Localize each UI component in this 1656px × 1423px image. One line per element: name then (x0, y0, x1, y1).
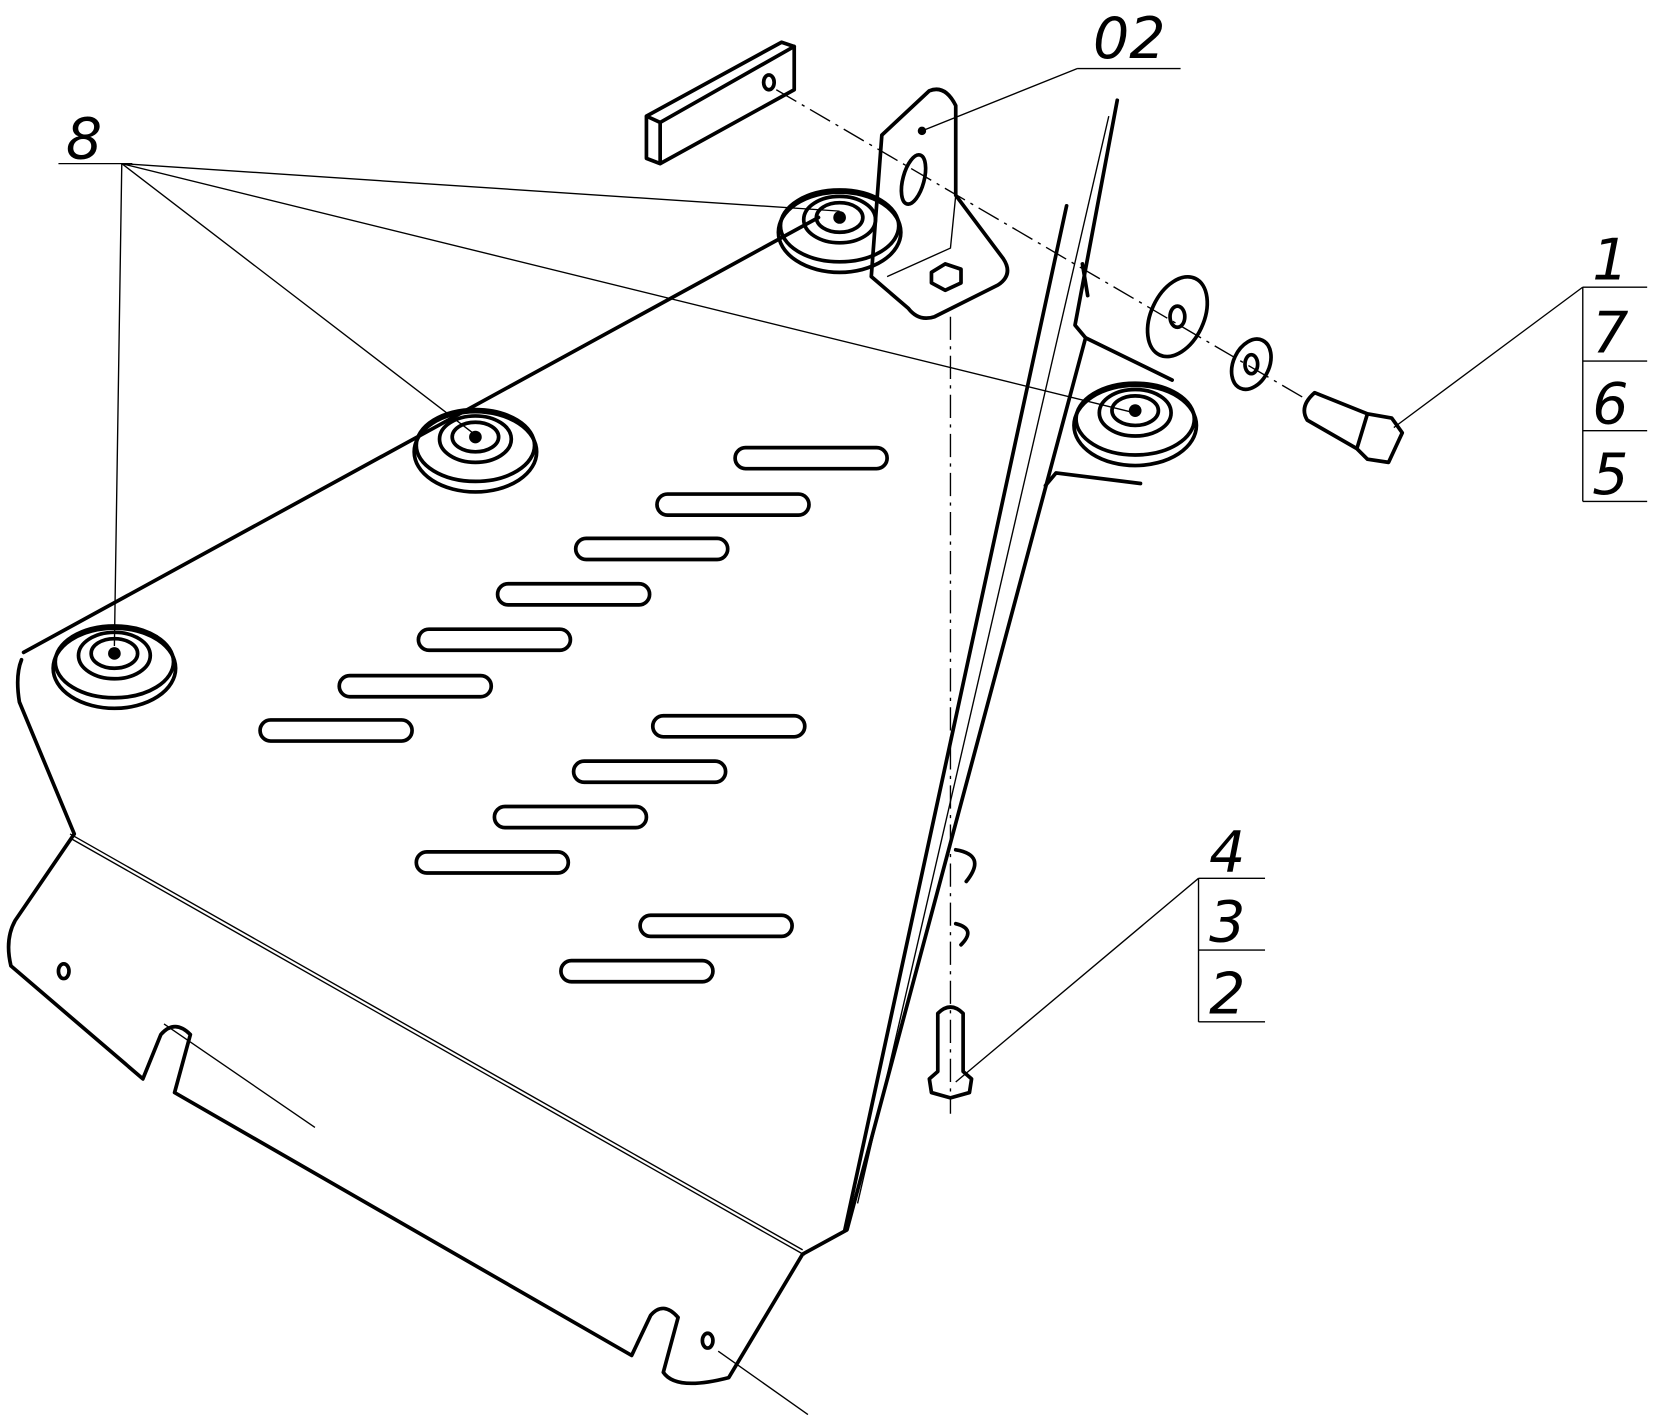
vent-slot (414, 850, 571, 875)
vent-slots (258, 445, 889, 984)
vent-slot (638, 913, 794, 939)
callout-8-leaders (58, 162, 1131, 647)
vent-slot (655, 492, 811, 517)
callout-stack-1-leader (1393, 286, 1584, 429)
callout-stack-1-frame (1582, 286, 1648, 503)
fold-line (69, 833, 806, 1256)
callout-02-leader (921, 67, 1181, 132)
callout-stack-4-frame (1197, 877, 1266, 1023)
vent-slot (492, 804, 649, 830)
vent-slot (416, 627, 573, 653)
clamp-strip (644, 40, 797, 166)
rubber-bushing (1072, 381, 1199, 468)
bolt-vertical (927, 1005, 974, 1100)
vent-slot (573, 536, 730, 562)
strip-hole (761, 73, 777, 92)
flat-washer (1145, 274, 1210, 359)
vent-slot (258, 718, 414, 743)
axis-line (775, 89, 1310, 402)
mount-hole (56, 961, 71, 981)
callout-3: 3 (1209, 890, 1245, 956)
bracket (869, 87, 1010, 320)
vent-slot (495, 581, 652, 607)
callout-5: 5 (1592, 442, 1628, 508)
callout-8: 8 (66, 106, 102, 172)
plate-holes (953, 262, 1090, 947)
callout-02: 02 (1093, 6, 1166, 72)
plate-side-flange (843, 204, 1174, 1232)
vent-slot (571, 759, 728, 785)
vent-slot (559, 958, 715, 984)
washer-hole (1168, 304, 1187, 330)
bolt (1302, 390, 1405, 465)
mount-hole (700, 1331, 715, 1350)
callout-6: 6 (1592, 371, 1628, 437)
flange-fold-line (856, 115, 1110, 1204)
callout-stack-4-leader (955, 877, 1199, 1083)
rubber-bushings (51, 188, 1199, 711)
callout-1: 1 (1592, 228, 1628, 294)
vent-slot (337, 673, 494, 699)
bracket-nut (929, 262, 963, 293)
bracket-bend (886, 195, 957, 278)
leader-line (717, 1350, 809, 1416)
bracket-slot (899, 152, 928, 206)
spring-washer (1229, 337, 1273, 392)
vent-slot (733, 445, 889, 471)
rubber-bushing (412, 407, 539, 494)
vent-slot (650, 713, 807, 739)
callout-7: 7 (1592, 301, 1628, 367)
leader-line (163, 1023, 316, 1128)
callout-4: 4 (1209, 820, 1245, 886)
callout-2: 2 (1209, 961, 1245, 1027)
